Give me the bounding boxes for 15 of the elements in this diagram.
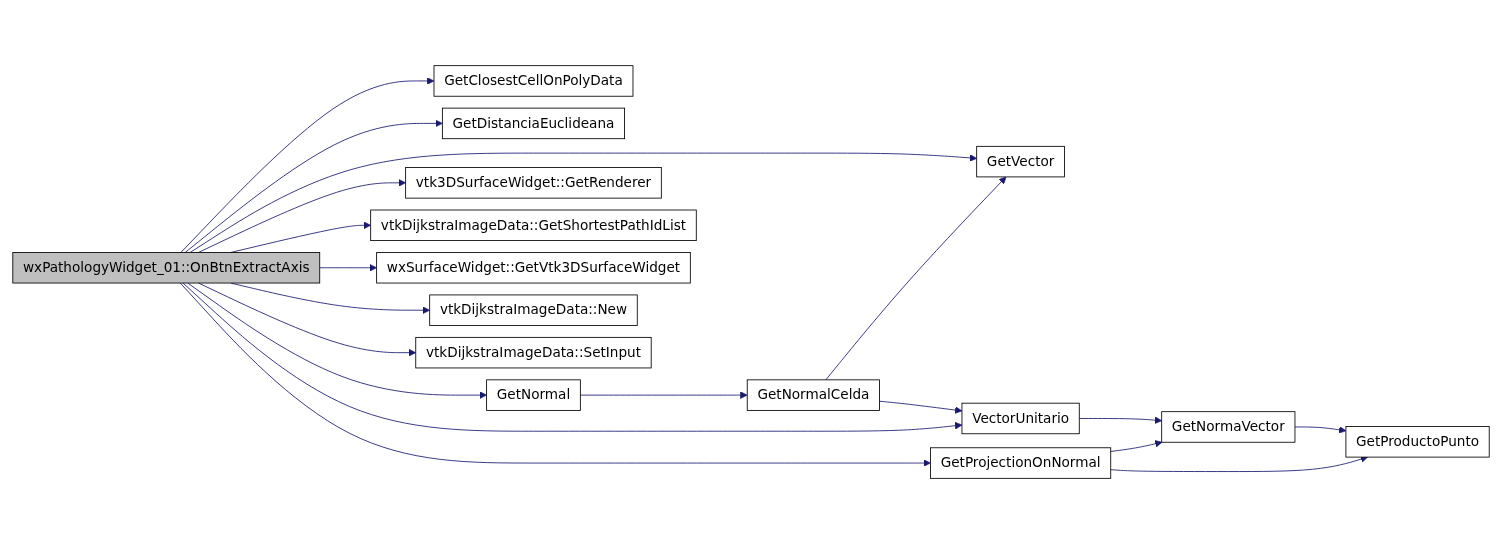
node-box: VectorUnitario [961,402,1080,435]
node-box: vtkDijkstraImageData::SetInput [414,336,652,369]
node-box: GetClosestCellOnPolyData [433,65,633,97]
node-box: GetProductoPunto [1344,426,1490,458]
node-box: GetProjectionOnNormal [929,447,1111,479]
node-box: vtk3DSurfaceWidget::GetRenderer [404,167,662,199]
node-box: vtkDijkstraImageData::GetShortestPathIdList [369,209,697,241]
node-box: GetNormalCelda [746,379,880,411]
node-box: wxPathologyWidget_01::OnBtnExtractAxis [11,252,320,284]
node-box: GetNormaVector [1160,411,1295,443]
node-box: vtkDijkstraImageData::New [428,294,638,326]
node-box: GetNormal [485,379,581,411]
node-box: wxSurfaceWidget::GetVtk3DSurfaceWidget [375,252,691,284]
node-box: GetVector [975,145,1065,178]
node-box: GetDistanciaEuclideana [441,107,625,140]
